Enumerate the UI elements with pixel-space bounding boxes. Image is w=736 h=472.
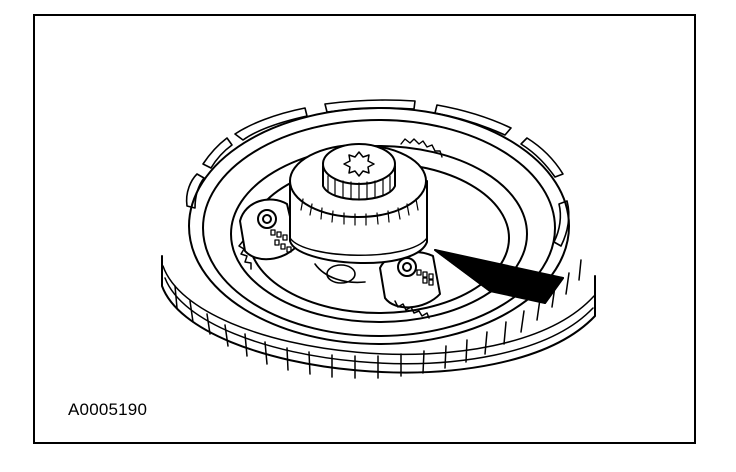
planet-pinion-right [379, 251, 441, 319]
figure-code-label: A0005190 [68, 400, 148, 419]
rim-slots [185, 99, 570, 247]
sun-gear-shaft [322, 143, 396, 201]
callout-arrow [434, 249, 564, 304]
figure-frame: A0005190 [33, 14, 696, 444]
ring-gear-teeth [162, 259, 595, 379]
carrier-gear-segment [400, 138, 443, 158]
planetary-carrier-illustration [161, 99, 596, 379]
